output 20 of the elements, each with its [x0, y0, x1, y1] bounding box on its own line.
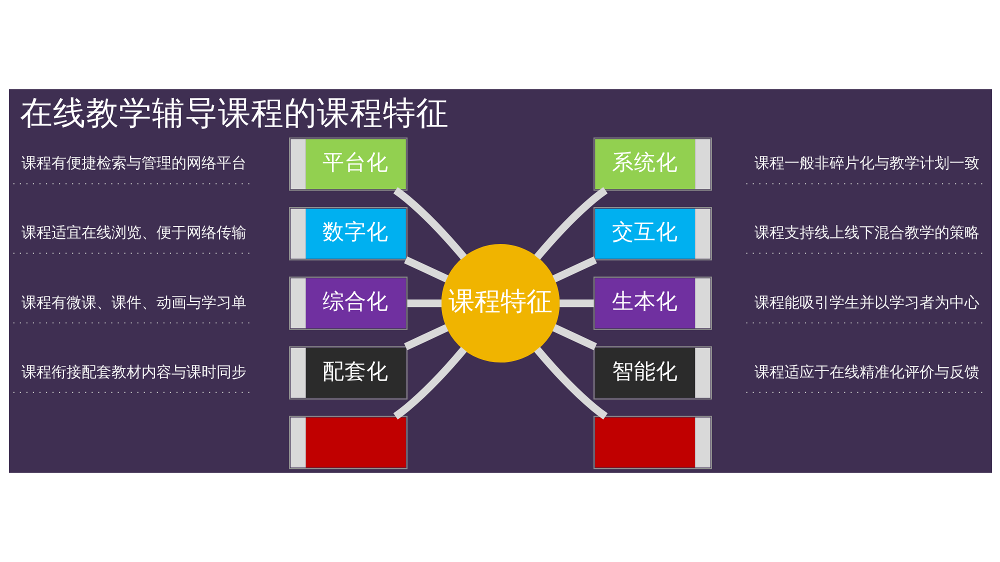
connector [392, 346, 466, 420]
connector [559, 299, 594, 308]
diagram-title: 在线教学辅导课程的课程特征 [20, 94, 449, 132]
connector [404, 256, 448, 282]
node-label: 课程适宜在线浏览、便于网络传输 [21, 224, 246, 242]
connector [406, 299, 442, 308]
node-label: 课程能吸引学生并以学习者为中心 [754, 293, 979, 312]
connector [552, 256, 596, 282]
connector [552, 324, 596, 350]
node-label: 课程有便捷检索与管理的网络平台 [21, 154, 246, 172]
node-label: 课程衔接配套教材内容与课时同步 [21, 362, 246, 381]
node-label: 课程一般非碎片化与教学计划一致 [754, 154, 979, 172]
connector [534, 187, 608, 260]
connector [534, 346, 608, 420]
connector [404, 324, 448, 350]
node-circle: 课程特征 [440, 244, 560, 363]
node-label: 课程有微课、课件、动画与学习单 [21, 293, 246, 312]
connector [392, 187, 466, 260]
node-label: 课程支持线上线下混合教学的策略 [754, 224, 979, 242]
node-label: 课程适应于在线精准化评价与反馈 [754, 362, 979, 381]
